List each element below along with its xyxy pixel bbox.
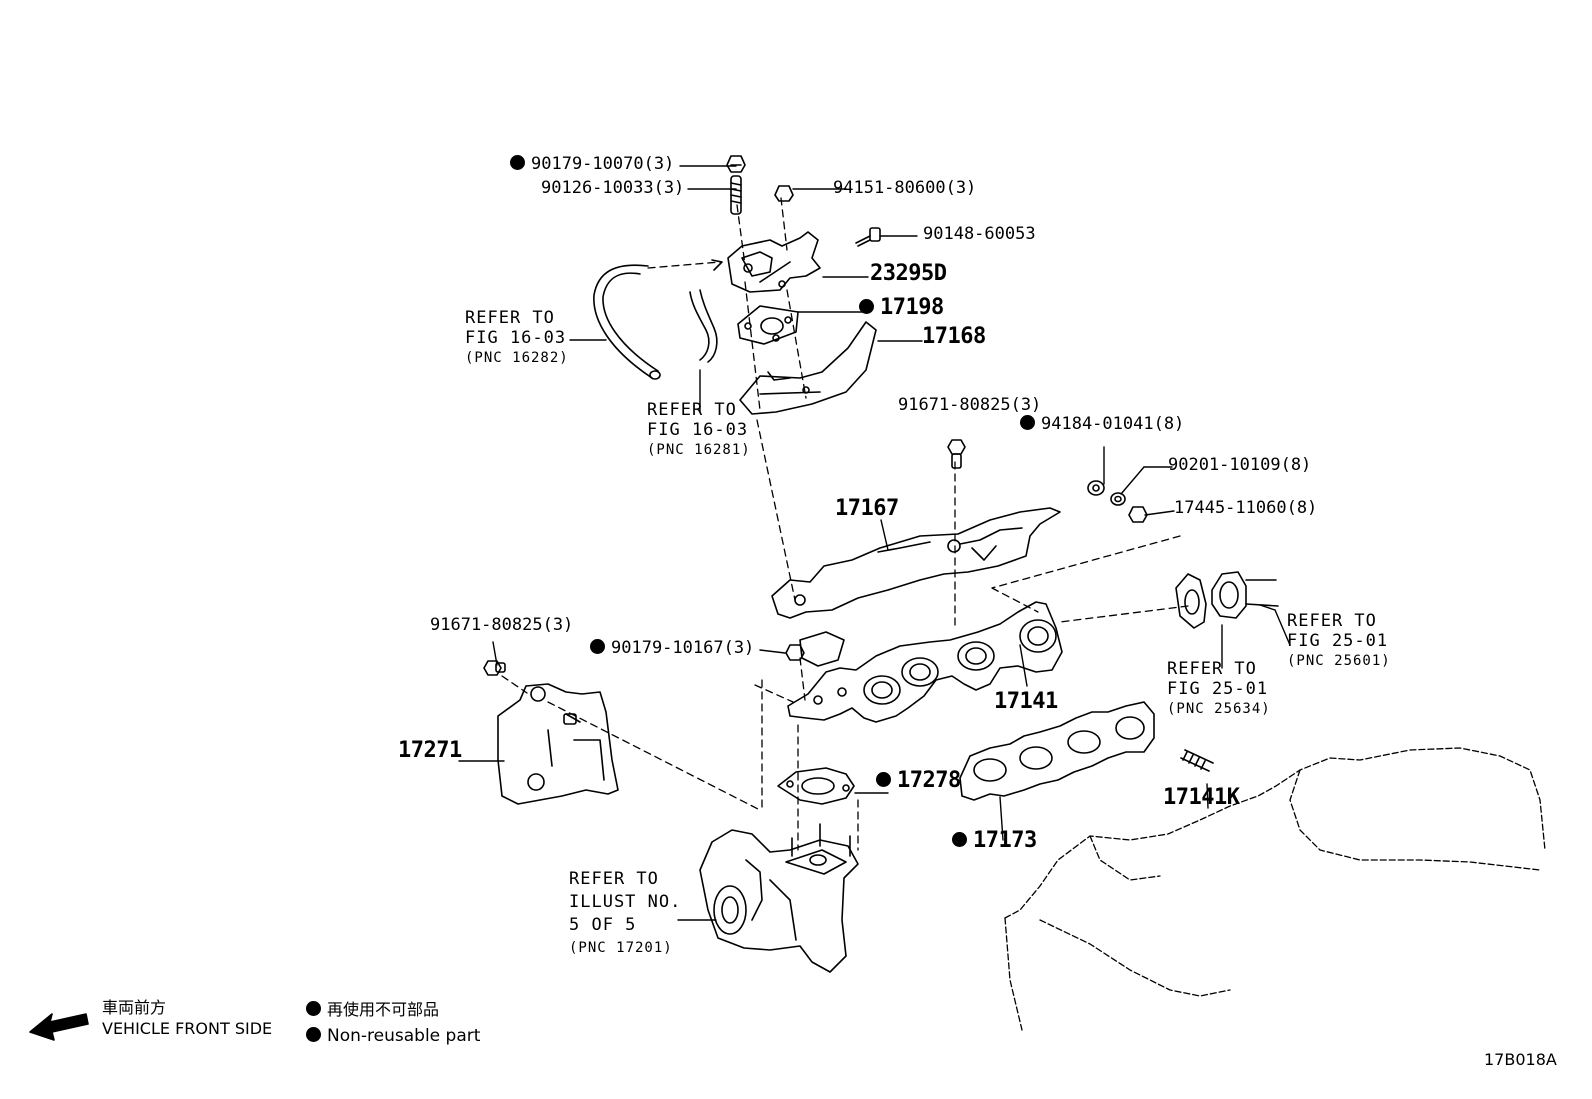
non-reusable-dot-icon [952,831,967,847]
leader-lines [458,165,1291,921]
ref-pnc-25634: REFER TO FIG 25-01 (PNC 25634) [1167,659,1271,717]
fastener-nut-94151-80600 [774,185,794,202]
legend-nonreuse-jp: 再使用不可部品 [306,1000,439,1020]
part-turbocharger-pnc-17201 [699,823,859,973]
label-90201-10109: 90201-10109(8) [1168,455,1312,475]
label-17167: 17167 [835,496,899,521]
fastener-stud-17141K [1180,749,1214,772]
part-17167-insulator [771,507,1061,619]
fastener-nut-90179-10070 [726,155,746,173]
label-91671-80825-upper: 91671-80825(3) [898,395,1042,415]
label-17278: 17278 [876,770,961,792]
label-17173: 17173 [952,830,1037,852]
fastener-bolt-91671-80825-left [483,660,506,676]
vehicle-front-arrow-icon [29,1013,89,1041]
non-reusable-dot-icon [306,1001,321,1016]
part-17278-gasket [777,767,855,805]
label-94184-01041: 94184-01041(8) [1020,414,1184,434]
label-91671-80825-left: 91671-80825(3) [430,615,574,635]
fastener-nut-90179-10167 [785,644,805,661]
label-17141: 17141 [994,689,1058,714]
fastener-nut-17445-11060 [1128,506,1148,523]
assembly-dashed-lines [501,197,1189,851]
hose-pnc-16281 [689,289,718,363]
ref-pnc-17201: REFER TO ILLUST NO. 5 OF 5 (PNC 17201) [569,869,682,956]
label-94151-80600: 94151-80600(3) [833,178,977,198]
figure-id: 17B018A [1484,1050,1557,1069]
fastener-bolt-91671-80825-upper [947,439,966,469]
label-90148-60053: 90148-60053 [923,224,1036,244]
legend-front-en: VEHICLE FRONT SIDE [102,1019,273,1038]
engine-block-outline [1004,747,1546,1031]
label-23295D: 23295D [870,261,947,286]
ref-pnc-16281: REFER TO FIG 16-03 (PNC 16281) [647,400,751,458]
ref-pnc-25601: REFER TO FIG 25-01 (PNC 25601) [1287,611,1391,669]
part-17198-gasket [737,305,799,345]
fastener-washer-90201-10109 [1110,492,1126,506]
part-17168-insulator [739,321,877,415]
label-17445-11060: 17445-11060(8) [1174,498,1318,518]
part-gasket-pnc-25634 [1175,573,1207,629]
part-23295D-housing [711,231,821,293]
part-17173-manifold-gasket [959,701,1155,801]
ref-pnc-16282: REFER TO FIG 16-03 (PNC 16282) [465,308,569,366]
fastener-bolt-90148-60053 [855,227,881,247]
fastener-nut-94184-01041 [1087,480,1105,496]
non-reusable-dot-icon [510,154,525,170]
label-17168: 17168 [922,324,986,349]
label-17141K: 17141K [1163,785,1240,810]
label-90179-10070: 90179-10070(3) [510,154,674,174]
non-reusable-dot-icon [590,638,605,654]
label-17271: 17271 [398,738,462,763]
part-gasket-pnc-25601 [1211,571,1279,619]
label-17198: 17198 [859,297,944,319]
non-reusable-dot-icon [1020,414,1035,430]
non-reusable-dot-icon [306,1026,321,1042]
non-reusable-dot-icon [859,298,874,314]
fastener-stud-90126-10033 [730,175,742,215]
legend-nonreuse-en: Non-reusable part [306,1026,480,1046]
hose-pnc-16282 [593,264,661,380]
label-90126-10033: 90126-10033(3) [541,178,685,198]
label-90179-10167: 90179-10167(3) [590,638,754,658]
part-17271-turbo-insulator [497,683,619,805]
legend-front-jp: 車両前方 [102,998,167,1017]
part-17141-exhaust-manifold [787,601,1063,723]
non-reusable-dot-icon [876,771,891,787]
